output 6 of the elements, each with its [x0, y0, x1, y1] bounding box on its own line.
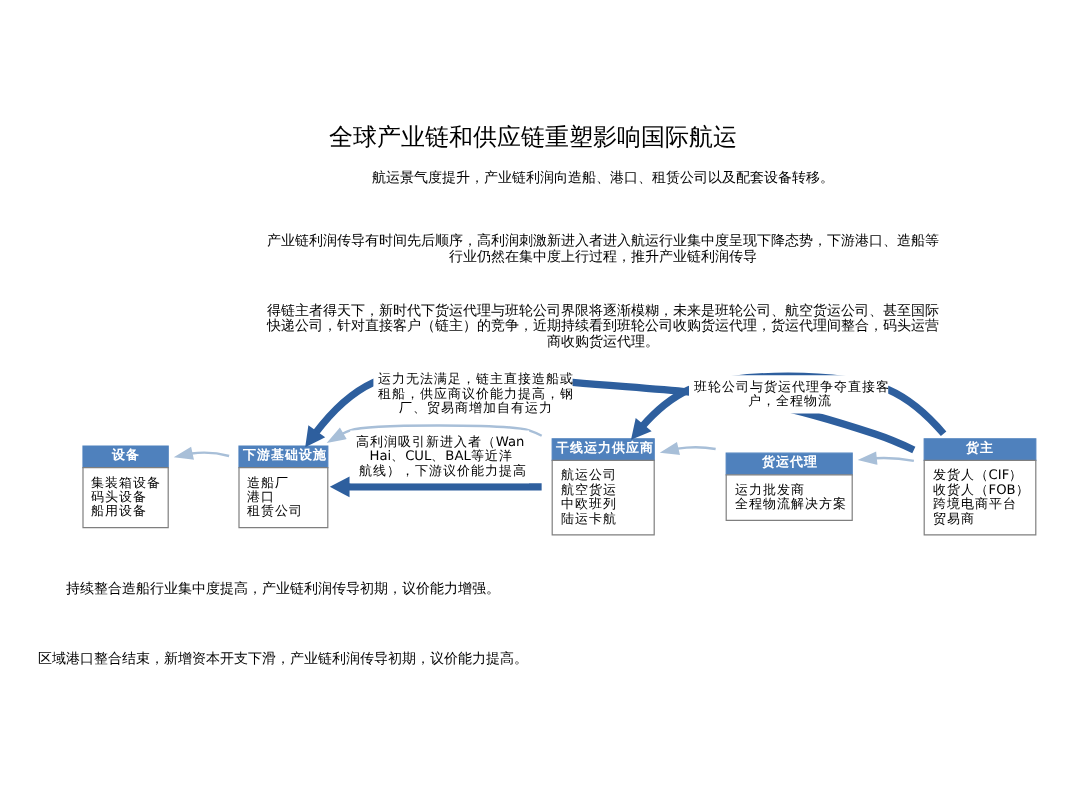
arrow	[326, 423, 543, 442]
arrow	[329, 475, 542, 497]
arrow	[857, 450, 915, 464]
arrow	[173, 445, 230, 459]
arrow	[659, 440, 716, 455]
diagram-title: 全球产业链和供应链重塑影响国际航运	[329, 121, 737, 150]
